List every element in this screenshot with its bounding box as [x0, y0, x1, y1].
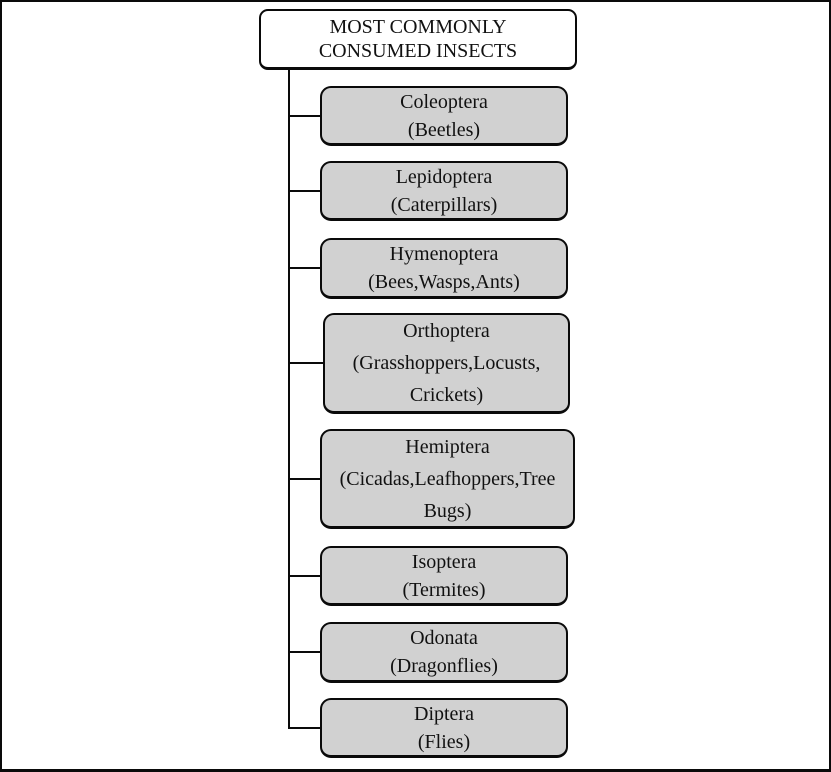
connector-branch-lepidoptera [288, 190, 324, 192]
node-order-label: Hymenoptera [389, 243, 499, 265]
root-title-line1: MOST COMMONLY [329, 16, 507, 38]
node-common-names: (Grasshoppers,Locusts, Crickets) [352, 352, 541, 406]
node-order-label: Odonata [410, 627, 478, 649]
node-common-names: (Cicadas,Leafhoppers,Tree Bugs) [339, 467, 556, 522]
node-hemiptera: Hemiptera (Cicadas,Leafhoppers,Tree Bugs… [320, 429, 575, 529]
node-order-label: Orthoptera [403, 320, 490, 342]
node-orthoptera: Orthoptera (Grasshoppers,Locusts, Cricke… [323, 313, 570, 414]
node-isoptera: Isoptera (Termites) [320, 546, 568, 606]
node-coleoptera: Coleoptera (Beetles) [320, 86, 568, 146]
node-common-names: (Termites) [402, 578, 486, 601]
node-odonata: Odonata (Dragonflies) [320, 622, 568, 683]
node-common-names: (Caterpillars) [390, 193, 498, 216]
root-title-line2: CONSUMED INSECTS [318, 40, 518, 62]
connector-branch-diptera [288, 727, 324, 729]
connector-trunk-line [288, 69, 290, 729]
node-common-names: (Flies) [417, 730, 471, 753]
node-order-label: Lepidoptera [395, 165, 493, 188]
node-common-names: (Beetles) [407, 118, 481, 141]
node-order-label: Coleoptera [400, 90, 488, 113]
node-common-names: (Dragonflies) [390, 655, 498, 677]
node-order-label: Hemiptera [405, 435, 490, 458]
node-common-names: (Bees,Wasps,Ants) [368, 271, 520, 293]
node-diptera: Diptera (Flies) [320, 698, 568, 758]
node-order-label: Diptera [414, 702, 474, 725]
connector-branch-orthoptera [288, 362, 324, 364]
node-lepidoptera: Lepidoptera (Caterpillars) [320, 161, 568, 221]
node-order-label: Isoptera [411, 550, 477, 573]
connector-branch-odonata [288, 651, 324, 653]
node-hymenoptera: Hymenoptera (Bees,Wasps,Ants) [320, 238, 568, 299]
connector-branch-hemiptera [288, 478, 324, 480]
connector-branch-coleoptera [288, 115, 324, 117]
connector-branch-hymenoptera [288, 267, 324, 269]
connector-branch-isoptera [288, 575, 324, 577]
root-node-most-commonly-consumed-insects: MOST COMMONLY CONSUMED INSECTS [259, 9, 577, 70]
